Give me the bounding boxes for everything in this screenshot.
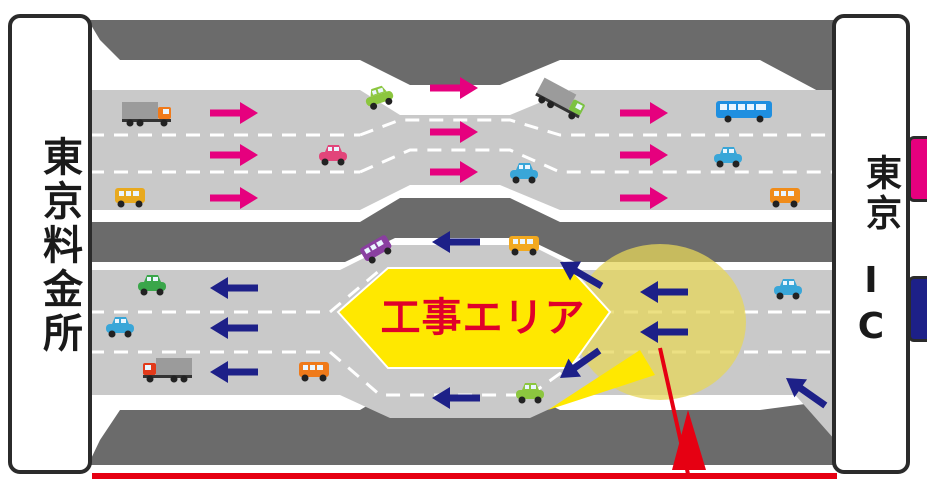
tokyo-tollgate-box: 東京料金所: [8, 14, 92, 474]
construction-callout: [92, 347, 837, 479]
callout-pointer-red: [672, 410, 706, 470]
road-shoulder-bottom: [88, 380, 835, 465]
eastbound-sign-tab: [908, 136, 927, 202]
westbound-sign-tab: [908, 276, 927, 342]
work-zone-highlight: [574, 244, 746, 400]
tokyo-tollgate-label: 東京料金所: [36, 136, 82, 356]
tokyo-ic-box: 東京 I C: [832, 14, 910, 474]
work-zone-hexagon: [336, 267, 612, 369]
tokyo-ic-label-latin: C: [857, 306, 885, 347]
work-area-label: 工事エリア: [380, 295, 586, 341]
road-shoulder-top: [88, 20, 835, 100]
tokyo-ic-label-kanji: 東京: [860, 154, 901, 234]
callout-pointer: [548, 350, 655, 410]
construction-span-line: [92, 473, 837, 479]
tokyo-ic-label-dash: I: [864, 260, 878, 301]
